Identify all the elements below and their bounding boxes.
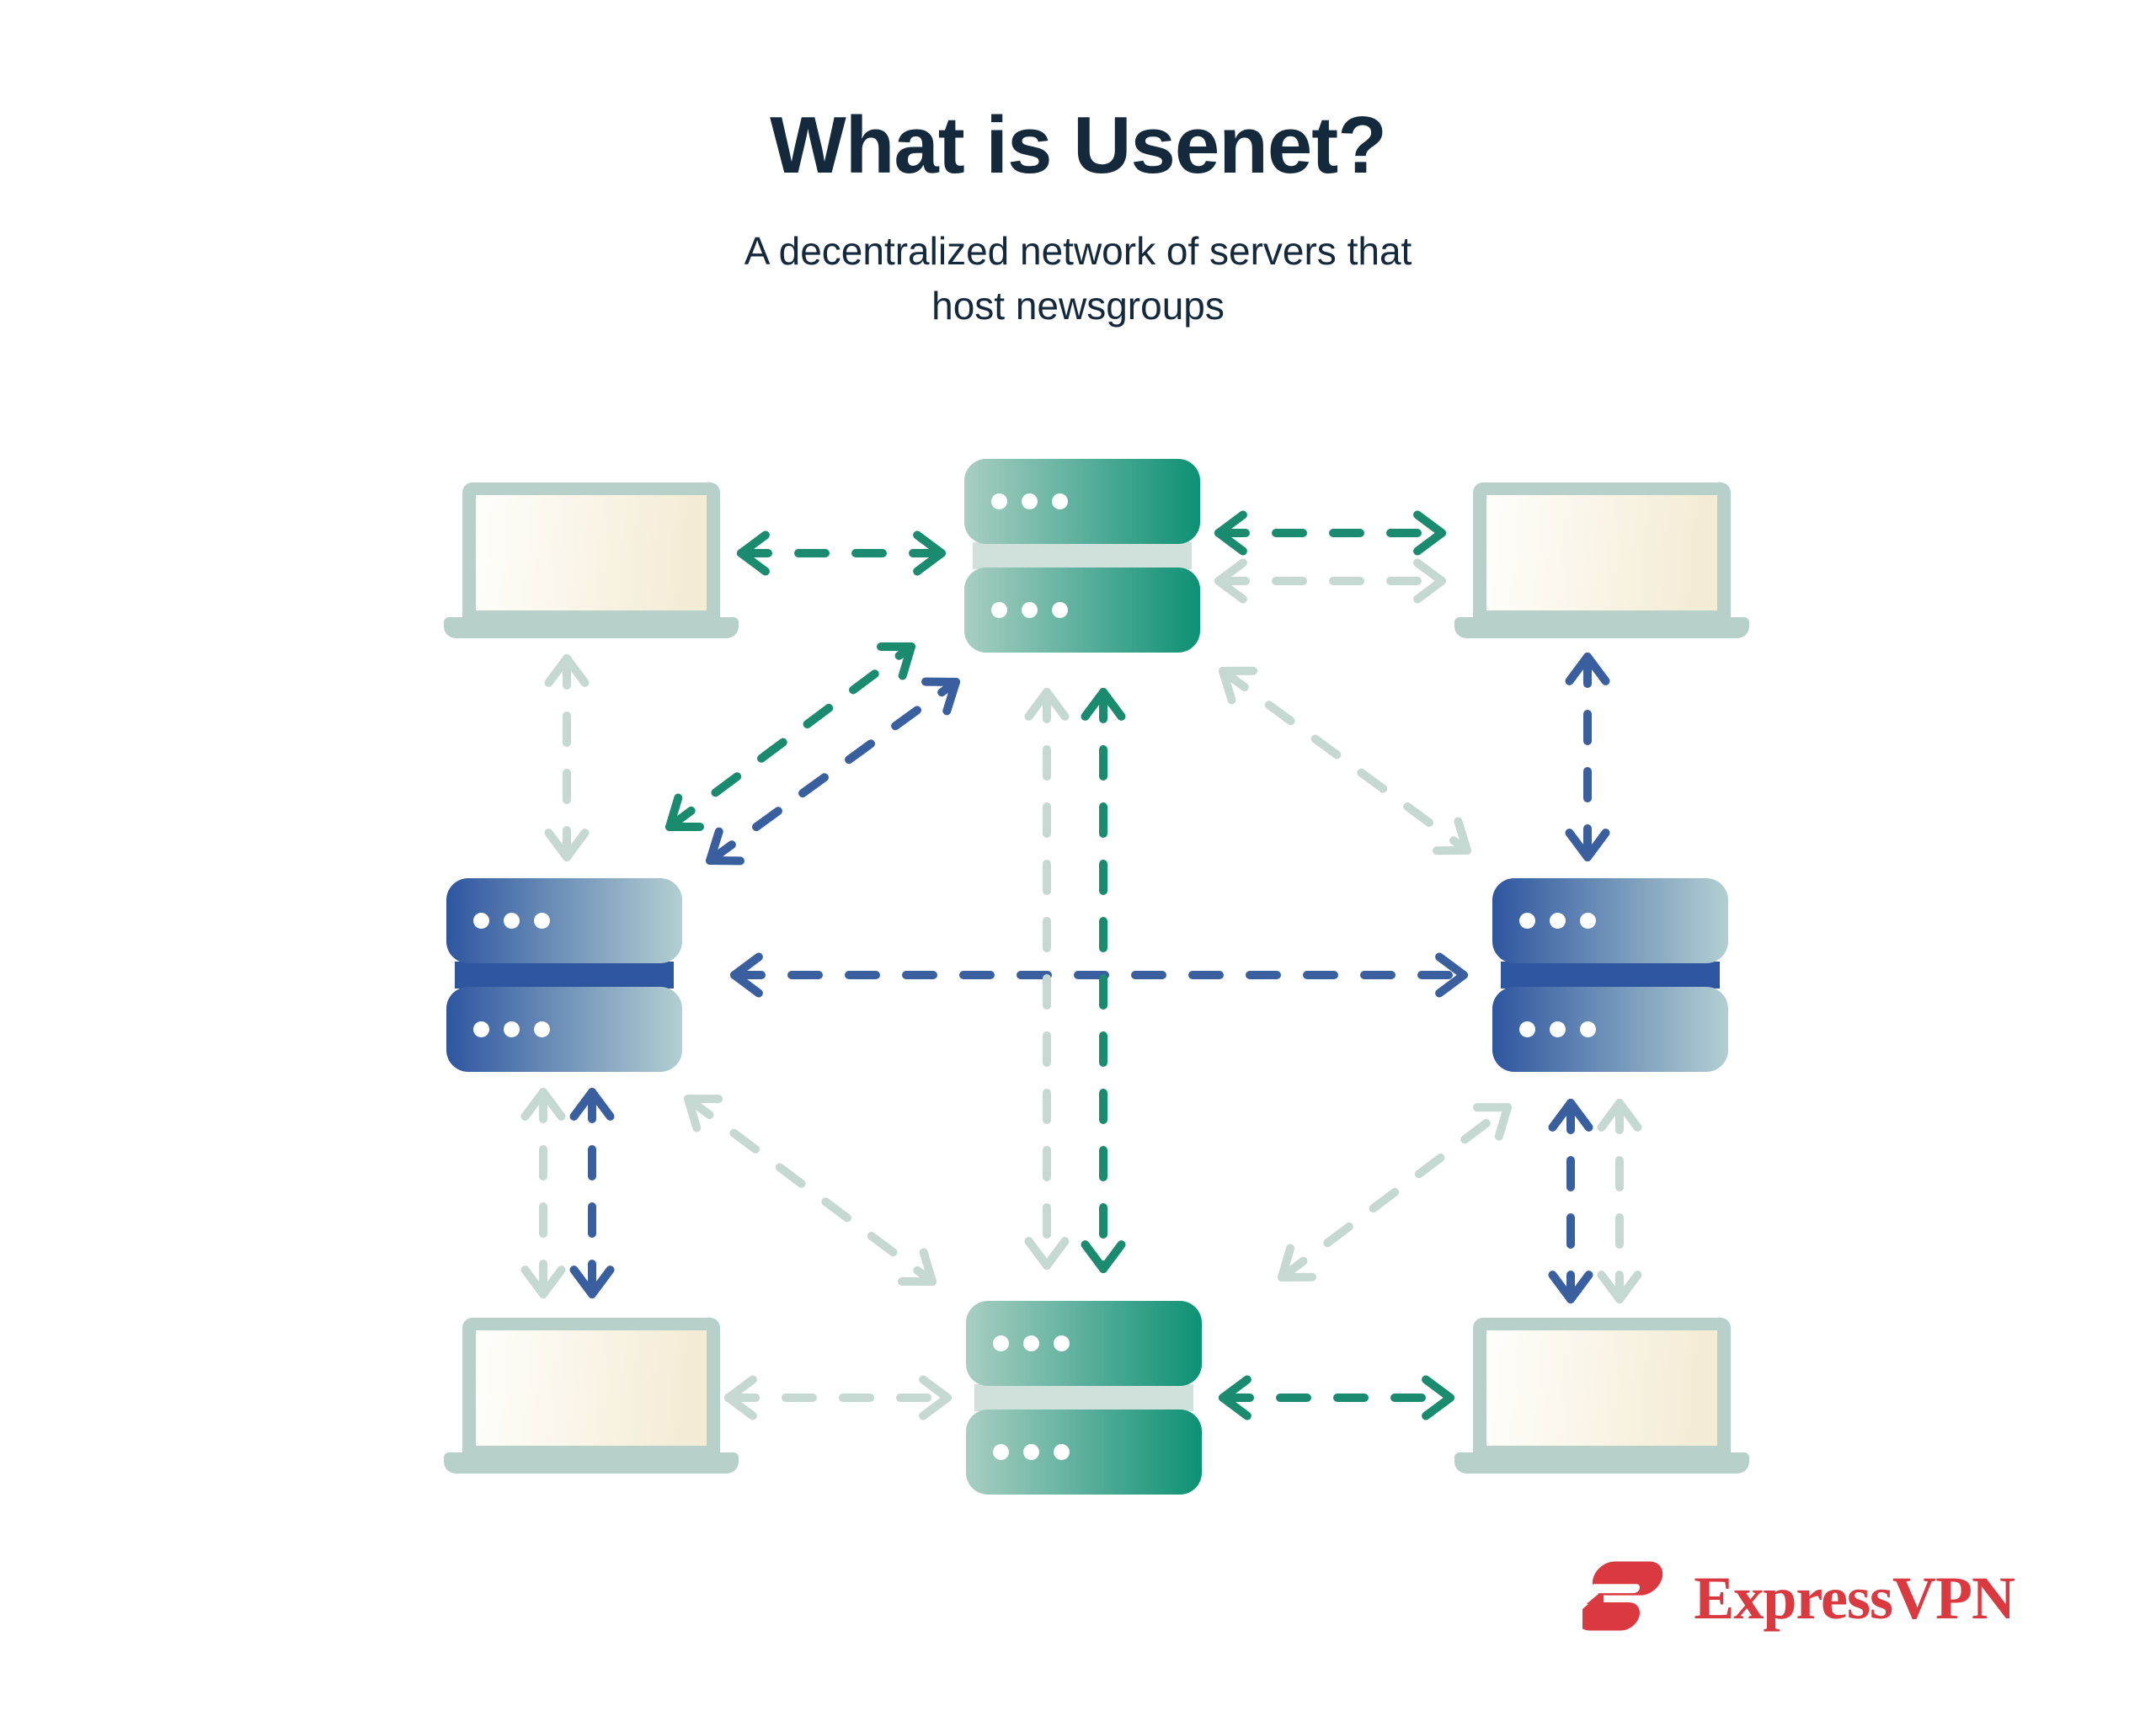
server-led	[1580, 913, 1596, 929]
edge-server-top--client-top-right	[1214, 510, 1446, 556]
edge-client-top-left--server-top	[737, 530, 946, 576]
server-led	[993, 1444, 1009, 1460]
server-led	[504, 913, 520, 929]
server-led	[473, 1021, 489, 1037]
server-led	[473, 913, 489, 929]
server-band	[1501, 962, 1720, 989]
server-slab	[1492, 878, 1728, 963]
server-top	[964, 459, 1200, 653]
page-title: What is Usenet?	[770, 100, 1387, 190]
edge-server-top--server-right	[1219, 666, 1471, 855]
laptop-screen	[1473, 482, 1731, 619]
server-slab	[966, 1410, 1202, 1495]
subtitle-line-1: A decentralized network of servers that	[744, 229, 1412, 273]
server-led	[1022, 493, 1038, 509]
server-band	[973, 542, 1192, 569]
edge-client-top-right--server-right	[1565, 653, 1610, 861]
edge-server-left--client-bottom-left	[569, 1088, 615, 1298]
edge-server-right--client-bottom-right	[1548, 1099, 1593, 1303]
server-left	[446, 878, 682, 1072]
server-led	[993, 1335, 1009, 1351]
laptop-display	[476, 495, 707, 610]
edge-server-left--client-bottom-left	[520, 1088, 566, 1298]
server-led	[991, 602, 1007, 618]
server-slab	[1492, 987, 1728, 1072]
edge-server-left--server-top	[706, 677, 960, 866]
server-led	[534, 1021, 550, 1037]
server-slab	[964, 568, 1200, 653]
server-led	[504, 1021, 520, 1037]
server-led	[1519, 913, 1535, 929]
header: What is Usenet? A decentralized network …	[0, 99, 2156, 334]
server-band	[974, 1384, 1193, 1411]
server-led	[1550, 1021, 1566, 1037]
laptop-display	[1486, 1330, 1717, 1446]
expressvpn-logo-icon	[1582, 1561, 1663, 1631]
edge-server-left--server-top	[665, 642, 915, 831]
server-right	[1492, 878, 1728, 1072]
server-led	[1052, 493, 1068, 509]
brand-name: ExpressVPN	[1694, 1564, 2015, 1632]
server-led	[1023, 1444, 1039, 1460]
laptop-display	[476, 1330, 707, 1446]
laptop-base	[444, 617, 739, 638]
server-led	[1580, 1021, 1596, 1037]
subtitle-line-2: host newsgroups	[931, 284, 1225, 328]
server-led	[1022, 602, 1038, 618]
server-led	[1550, 913, 1566, 929]
client-top-right	[1454, 482, 1749, 638]
edge-client-top-left--server-left	[544, 654, 590, 861]
client-bottom-right	[1454, 1318, 1749, 1474]
edge-server-top--server-bottom	[1024, 688, 1070, 1270]
laptop-base	[1454, 1452, 1749, 1474]
server-led	[1052, 602, 1068, 618]
server-band	[455, 962, 674, 989]
server-slab	[964, 459, 1200, 544]
server-slab	[446, 987, 682, 1072]
server-led	[991, 493, 1007, 509]
server-led	[1054, 1335, 1070, 1351]
brand-footer: ExpressVPN	[1582, 1559, 2015, 1637]
edge-client-bottom-left--server-bottom	[724, 1375, 952, 1420]
server-led	[534, 913, 550, 929]
edge-server-top--server-bottom	[1081, 688, 1126, 1273]
client-top-left	[444, 482, 739, 638]
server-slab	[966, 1301, 1202, 1386]
edge-server-bottom--client-bottom-right	[1219, 1375, 1454, 1420]
server-bottom	[966, 1301, 1202, 1495]
server-led	[1054, 1444, 1070, 1460]
client-bottom-left	[444, 1318, 739, 1474]
edge-server-top--client-top-right	[1214, 558, 1446, 604]
laptop-base	[1454, 617, 1749, 638]
laptop-screen	[1473, 1318, 1731, 1454]
page-subtitle: A decentralized network of servers that …	[0, 224, 2156, 334]
laptop-base	[444, 1452, 739, 1474]
edge-server-left--server-bottom	[684, 1095, 937, 1286]
edge-server-bottom--server-right	[1278, 1103, 1512, 1282]
server-led	[1023, 1335, 1039, 1351]
laptop-screen	[462, 1318, 720, 1454]
server-slab	[446, 878, 682, 963]
edge-server-left--server-right	[730, 952, 1468, 998]
edge-server-right--client-bottom-right	[1597, 1099, 1642, 1303]
server-led	[1519, 1021, 1535, 1037]
laptop-screen	[462, 482, 720, 619]
laptop-display	[1486, 495, 1717, 610]
